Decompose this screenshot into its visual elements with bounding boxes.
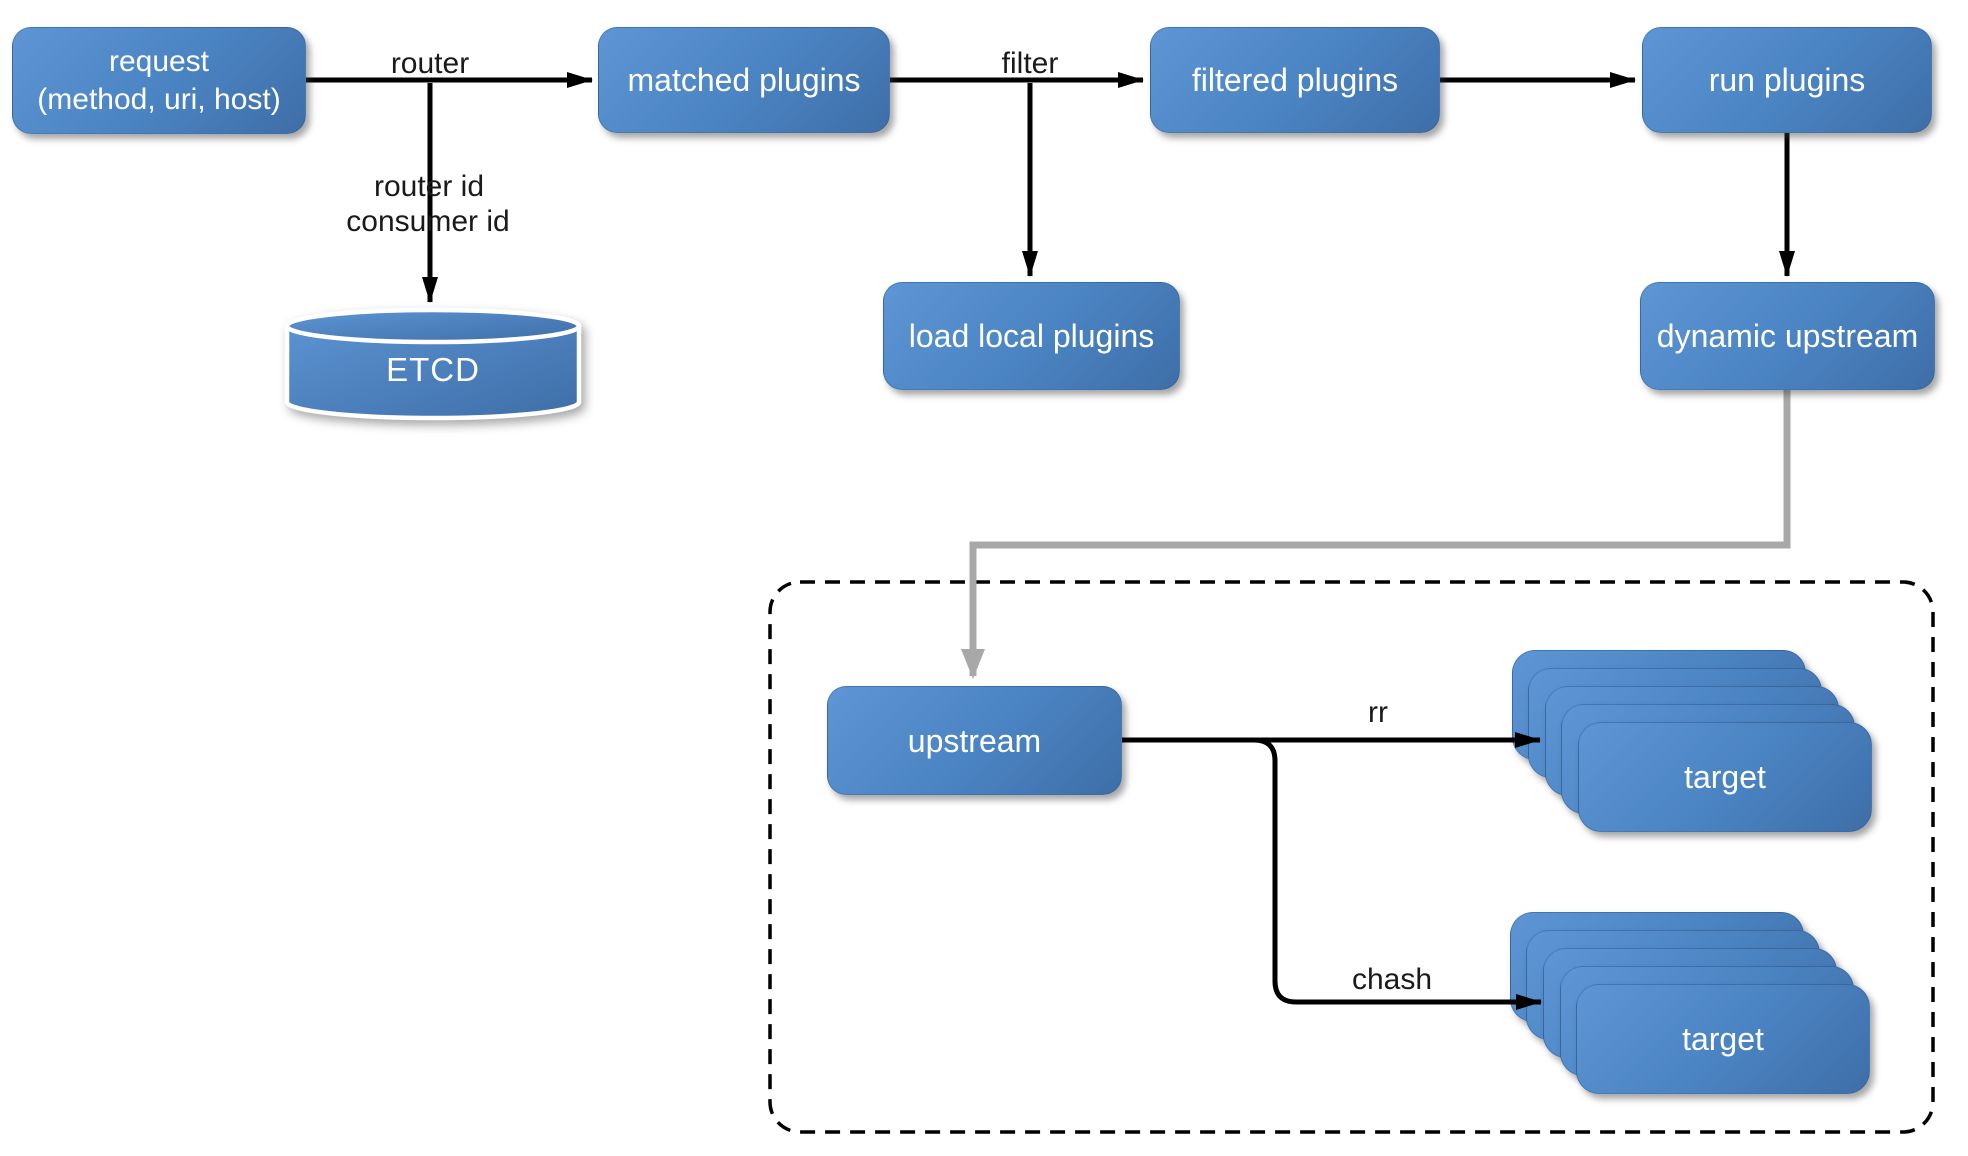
edge-label-router: router [390,47,470,80]
etcd-label: ETCD [386,351,480,388]
edge-label-router-id: router id [373,170,485,203]
node-request: request (method, uri, host) [12,27,306,134]
upstream-label: upstream [907,722,1042,759]
node-filtered-plugins: filtered plugins [1150,27,1440,133]
run-plugins-label: run plugins [1708,62,1866,98]
target-card-front: target [1578,722,1872,832]
node-run-plugins: run plugins [1642,27,1932,133]
matched-plugins-label: matched plugins [627,62,861,98]
edge-label-rr: rr [1368,696,1388,729]
request-label-line1: request [108,45,210,78]
edge-label-filter: filter [1001,47,1059,80]
request-label-line2: (method, uri, host) [37,82,281,116]
target-chash-label: target [1682,1021,1764,1057]
edge-label-consumer-id: consumer id [346,205,510,238]
node-upstream: upstream [827,686,1122,795]
filtered-plugins-label: filtered plugins [1191,62,1399,98]
target-card-front: target [1576,984,1870,1094]
load-local-plugins-label: load local plugins [908,318,1155,354]
node-matched-plugins: matched plugins [598,27,890,133]
node-dynamic-upstream: dynamic upstream [1640,282,1935,390]
node-load-local-plugins: load local plugins [883,282,1180,390]
edge-dynamic-upstream-to-upstream [961,390,1791,679]
target-rr-label: target [1684,759,1766,795]
edge-label-chash: chash [1351,963,1433,996]
dynamic-upstream-label: dynamic upstream [1656,318,1919,354]
